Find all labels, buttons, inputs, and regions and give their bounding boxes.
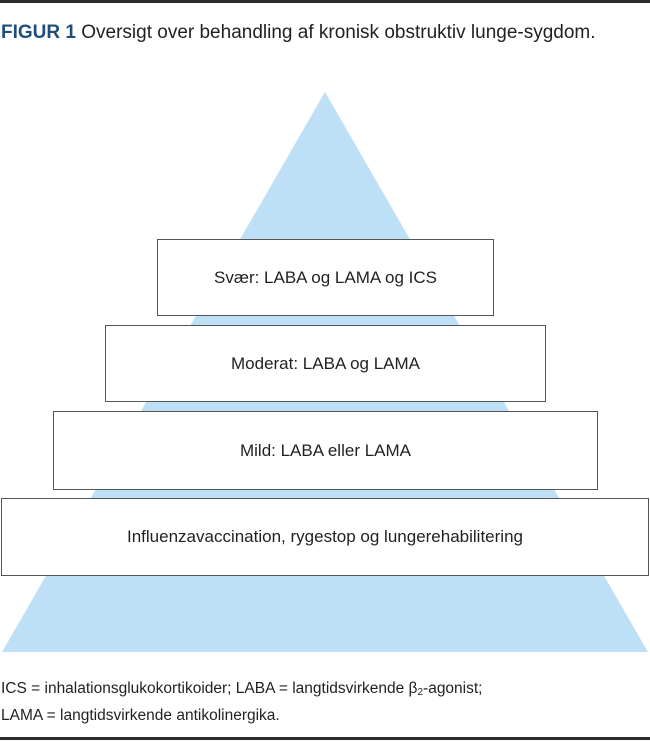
bottom-rule	[0, 737, 650, 740]
footnote-line-2: LAMA = langtidsvirkende antikolinergika.	[1, 707, 280, 724]
footnote: ICS = inhalationsglukokortikoider; LABA …	[1, 677, 646, 727]
footnote-text: ICS = inhalationsglukokortikoider; LABA …	[1, 680, 418, 697]
footnote-text: -agonist;	[423, 680, 483, 697]
level-severe-box: Svær: LABA og LAMA og ICS	[157, 239, 494, 316]
footnote-subscript: 2	[417, 687, 424, 698]
figure-label: FIGUR 1	[1, 22, 76, 43]
level-mild-text: Mild: LABA eller LAMA	[239, 440, 411, 460]
level-base-text: Influenzavaccination, rygestop og lunger…	[127, 527, 523, 546]
level-base-box: Influenzavaccination, rygestop og lunger…	[1, 498, 649, 576]
top-rule	[0, 0, 650, 3]
figure-title: Oversigt over behandling af kronisk obst…	[81, 22, 596, 43]
level-mild-box: Mild: LABA eller LAMA	[53, 411, 598, 490]
level-severe-text: Svær: LABA og LAMA og ICS	[213, 267, 437, 287]
level-moderate-box: Moderat: LABA og LAMA	[105, 325, 546, 402]
level-moderate-text: Moderat: LABA og LAMA	[231, 353, 420, 373]
figure-caption: FIGUR 1 Oversigt over behandling af kron…	[1, 20, 641, 45]
footnote-line-1: ICS = inhalationsglukokortikoider; LABA …	[1, 677, 646, 704]
